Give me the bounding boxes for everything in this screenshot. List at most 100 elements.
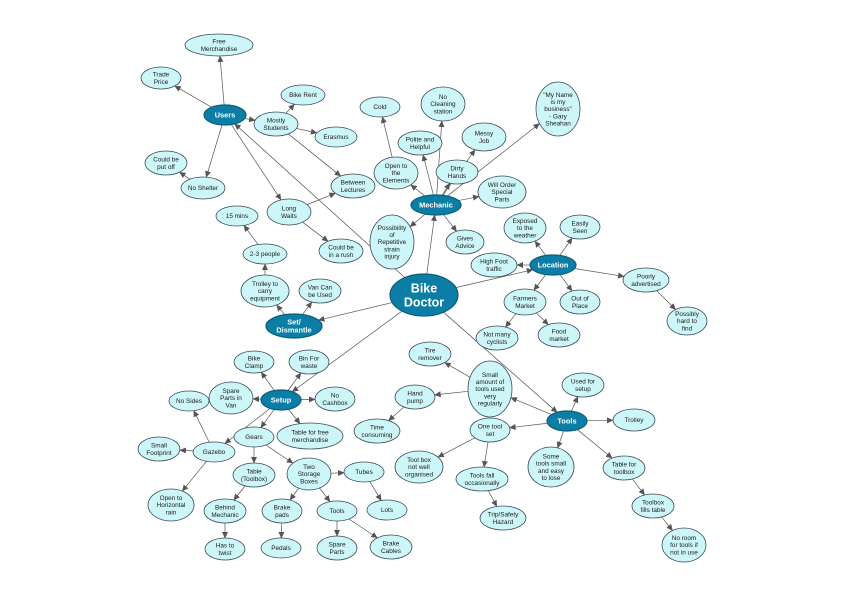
node-label: Cold	[373, 104, 387, 111]
node-label-line: Lectures	[341, 187, 366, 194]
edge-users-to-long-waits	[231, 124, 282, 201]
node-label-line: Open to	[160, 495, 183, 502]
node-15-mins[interactable]: 15 mins	[215, 205, 259, 227]
node-no-sides[interactable]: No Sides	[168, 390, 210, 412]
node-tools[interactable]: Tools	[546, 410, 588, 432]
node-set-dismantle[interactable]: Set/Dismantle	[265, 313, 323, 339]
node-label-line: Storage	[298, 471, 321, 478]
node-bike-rent[interactable]: Bike Rent	[280, 84, 326, 106]
edge-gears-to-two-storage-boxes	[265, 444, 294, 464]
node-setup[interactable]: Setup	[260, 389, 302, 411]
edge-farmers-market-to-food-market	[536, 312, 549, 326]
node-gears[interactable]: Gears	[233, 426, 275, 448]
node-gazebo[interactable]: Gazebo	[192, 441, 236, 463]
node-lots[interactable]: Lots	[366, 499, 408, 521]
node-trolley[interactable]: Trolley	[612, 408, 656, 432]
node-shape	[559, 289, 601, 315]
node-label-line: Trade	[153, 72, 170, 79]
node-mechanic[interactable]: Mechanic	[410, 194, 462, 216]
node-erasmus[interactable]: Erasmus	[314, 126, 358, 148]
node-cold[interactable]: Cold	[359, 96, 401, 118]
edge-small-amount-of-tools-to-hand-pump	[434, 390, 469, 398]
node-shape	[559, 214, 601, 240]
edge-one-tool-set-to-tools-fall-occasionally	[481, 441, 489, 468]
node-no-shelter[interactable]: No Shelter	[180, 176, 226, 200]
node-label-line: station	[434, 108, 453, 115]
node-2-3-people[interactable]: 2-3 people	[242, 243, 288, 265]
node-label-line: Farmers	[513, 296, 537, 303]
node-label-line: organised	[405, 471, 434, 478]
node-location[interactable]: Location	[529, 254, 577, 276]
node-pedals[interactable]: Pedals	[260, 537, 302, 559]
node-tubes[interactable]: Tubes	[343, 461, 385, 483]
node-shape	[316, 500, 358, 522]
node-users[interactable]: Users	[203, 104, 247, 126]
node-label: Erasmus	[323, 134, 348, 141]
node-label-line: Table	[246, 469, 262, 476]
node-table-toolbox[interactable]: Table(Toolbox)	[232, 462, 276, 488]
node-label-line: tools used	[475, 386, 505, 393]
node-label: Bike Rent	[289, 92, 317, 99]
node-shape	[265, 313, 323, 339]
node-tools-leaf[interactable]: Tools	[316, 500, 358, 522]
edge-tools-to-table-for-toolbox	[577, 429, 613, 459]
